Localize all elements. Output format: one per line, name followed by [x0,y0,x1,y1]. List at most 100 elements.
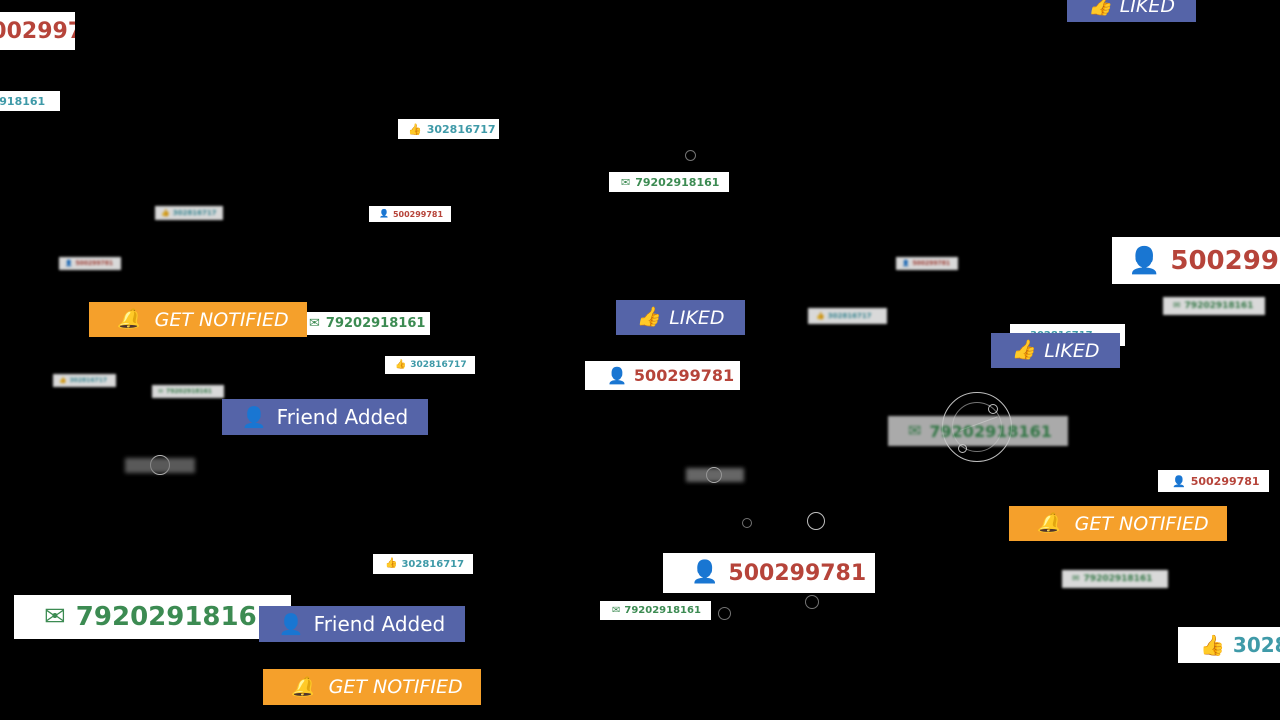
user-icon: 👤 [1172,474,1186,488]
thumbs-up-icon: 👍 [59,376,67,384]
like-count-text: 302816717 [410,360,467,370]
user-count-badge: 👤 500299781 [1158,470,1269,492]
get-notified-text: GET NOTIFIED [328,676,463,698]
floating-circle [718,607,731,620]
liked-badge: 👍 LIKED [991,333,1120,368]
like-count-text: 302816717 [69,377,108,384]
liked-badge: 👍 LIKED [616,300,745,335]
thumbs-up-icon: 👍 [395,359,407,370]
user-count-text: 500299781 [1190,474,1260,488]
like-count-badge: 👍 3028 [1178,627,1280,663]
mail-icon: ✉ [44,602,66,632]
liked-text: LIKED [1044,339,1100,362]
mail-count-badge: ✉ 79202918161 [152,385,224,398]
thumbs-up-icon: 👍 [385,558,398,569]
mail-count-badge: ✉ 79202918161 [14,595,291,639]
user-count-badge: 👤 500299781 [59,257,121,270]
user-count-badge: 👤 500299781 [896,257,958,270]
user-count-badge: 👤 500299781 [663,553,875,593]
mail-count-badge: ✉ 79202918161 [307,312,430,335]
mail-count-text: 79202918161 [0,94,46,108]
user-icon: 👤 [691,560,719,585]
like-count-text: 302816717 [172,209,217,217]
like-count-badge: 👍 302816717 [53,374,116,387]
user-count-text: 500299781 [392,209,444,219]
like-count-badge: 👍 302816717 [373,554,473,574]
mail-count-text: 79202918161 [75,602,275,632]
user-count-text: 500299781 [75,260,114,267]
user-icon: 👤 [607,365,627,385]
friend-added-text: Friend Added [313,612,446,636]
user-count-text: 500299781 [0,18,75,44]
mail-count-text: 79202918161 [635,175,720,189]
user-count-text: 500299781 [633,366,735,385]
like-count-text: 302816717 [827,312,872,320]
thumbs-up-icon: 👍 [161,208,170,217]
mail-count-badge: ✉ 79202918161 [600,601,711,620]
bell-icon: 🔔 [291,675,315,698]
get-notified-badge: 🔔 GET NOTIFIED [263,669,481,705]
friend-added-badge: 👤 Friend Added [259,606,465,642]
thumbs-up-icon: 👍 [408,122,422,136]
like-count-badge: 👍 302816717 [808,308,887,324]
user-count-badge: 👤 500299781 [369,206,451,222]
blurred-badge [686,468,744,482]
liked-text: LIKED [1119,0,1175,17]
mail-count-text: 79202918161 [166,388,212,395]
user-icon: 👤 [1128,245,1161,276]
thumbs-up-icon: 👍 [1088,0,1112,17]
mail-icon: ✉ [612,604,621,616]
user-icon: 👤 [278,612,304,636]
bell-icon: 🔔 [117,308,141,330]
orbit-node [988,404,998,414]
mail-count-badge: ✉ 79202918161 [609,172,729,192]
thumbs-up-icon: 👍 [636,306,661,328]
get-notified-badge: 🔔 GET NOTIFIED [89,302,307,337]
mail-icon: ✉ [908,421,922,440]
like-count-badge: 👍 302816717 [155,206,223,220]
like-count-badge: 👍 302816717 [385,356,475,374]
get-notified-text: GET NOTIFIED [154,308,289,331]
user-count-text: 500299781 [728,560,867,586]
friend-added-text: Friend Added [276,405,409,429]
mail-count-badge: ✉ 79202918161 [1062,570,1168,588]
mail-icon: ✉ [1072,573,1080,584]
get-notified-badge: 🔔 GET NOTIFIED [1009,506,1227,541]
user-count-text: 500299781 [1170,245,1280,276]
mail-icon: ✉ [1173,300,1181,311]
user-count-badge: 👤 500299781 [585,361,740,390]
floating-circle [685,150,696,161]
mail-icon: ✉ [309,316,320,331]
like-count-text: 302816717 [401,558,465,570]
bell-icon: 🔔 [1037,512,1061,534]
mail-count-text: 79202918161 [929,421,1052,441]
floating-circle [742,518,752,528]
mail-count-text: 79202918161 [1184,301,1254,311]
mail-count-badge: ✉ 79202918161 [888,416,1068,446]
thumbs-up-icon: 👍 [1011,339,1036,361]
mail-count-badge: 79202918161 [0,91,60,111]
liked-text: LIKED [669,306,725,329]
like-count-text: 302816717 [426,122,496,136]
mail-icon: ✉ [158,387,164,395]
mail-icon: ✉ [621,175,631,189]
like-count-badge: 👍 302816717 [398,119,499,139]
user-icon: 👤 [65,259,73,267]
user-count-badge: 500299781 [0,12,75,50]
friend-added-badge: 👤 Friend Added [222,399,428,435]
liked-badge: 👍 LIKED [1067,0,1196,22]
mail-count-text: 79202918161 [1083,574,1153,584]
get-notified-text: GET NOTIFIED [1074,512,1209,535]
like-count-text: 3028 [1232,633,1280,657]
mail-count-text: 79202918161 [624,605,701,616]
floating-circle [807,512,825,530]
user-count-text: 500299781 [912,260,951,267]
user-count-badge: 👤 500299781 [1112,237,1280,284]
user-icon: 👤 [902,259,910,267]
thumbs-up-icon: 👍 [816,311,825,320]
mail-count-text: 79202918161 [325,316,426,331]
thumbs-up-icon: 👍 [1200,633,1225,657]
user-icon: 👤 [241,405,267,429]
user-icon: 👤 [379,209,389,218]
